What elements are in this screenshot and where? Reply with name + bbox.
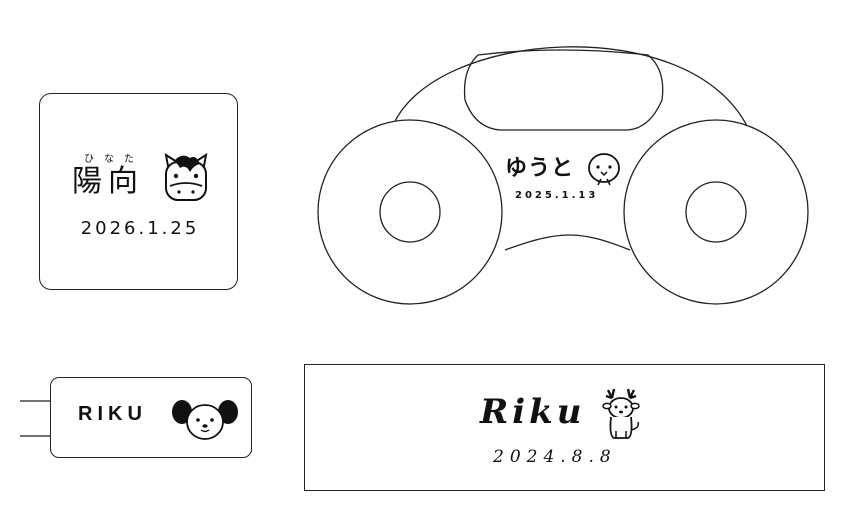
birth-date: 2024.8.8 — [493, 447, 617, 467]
dog-icon — [172, 400, 238, 440]
birth-date: 2025.1.13 — [515, 190, 599, 201]
hiragana-name: ゆうと — [505, 156, 575, 181]
deer-icon — [602, 388, 640, 439]
latin-name: Riku — [480, 392, 586, 432]
chick-icon — [588, 153, 620, 186]
car-shape — [317, 46, 809, 305]
square-name-tag — [39, 93, 238, 290]
usb-connector — [20, 400, 52, 437]
rectangle-name-tag — [304, 364, 825, 491]
horse-icon — [164, 152, 208, 201]
latin-name: RIKU — [78, 403, 147, 425]
kanji-name: 陽向 — [72, 164, 144, 199]
birth-date: 2026.1.25 — [80, 218, 200, 239]
furigana-label: ひなた — [84, 154, 144, 165]
